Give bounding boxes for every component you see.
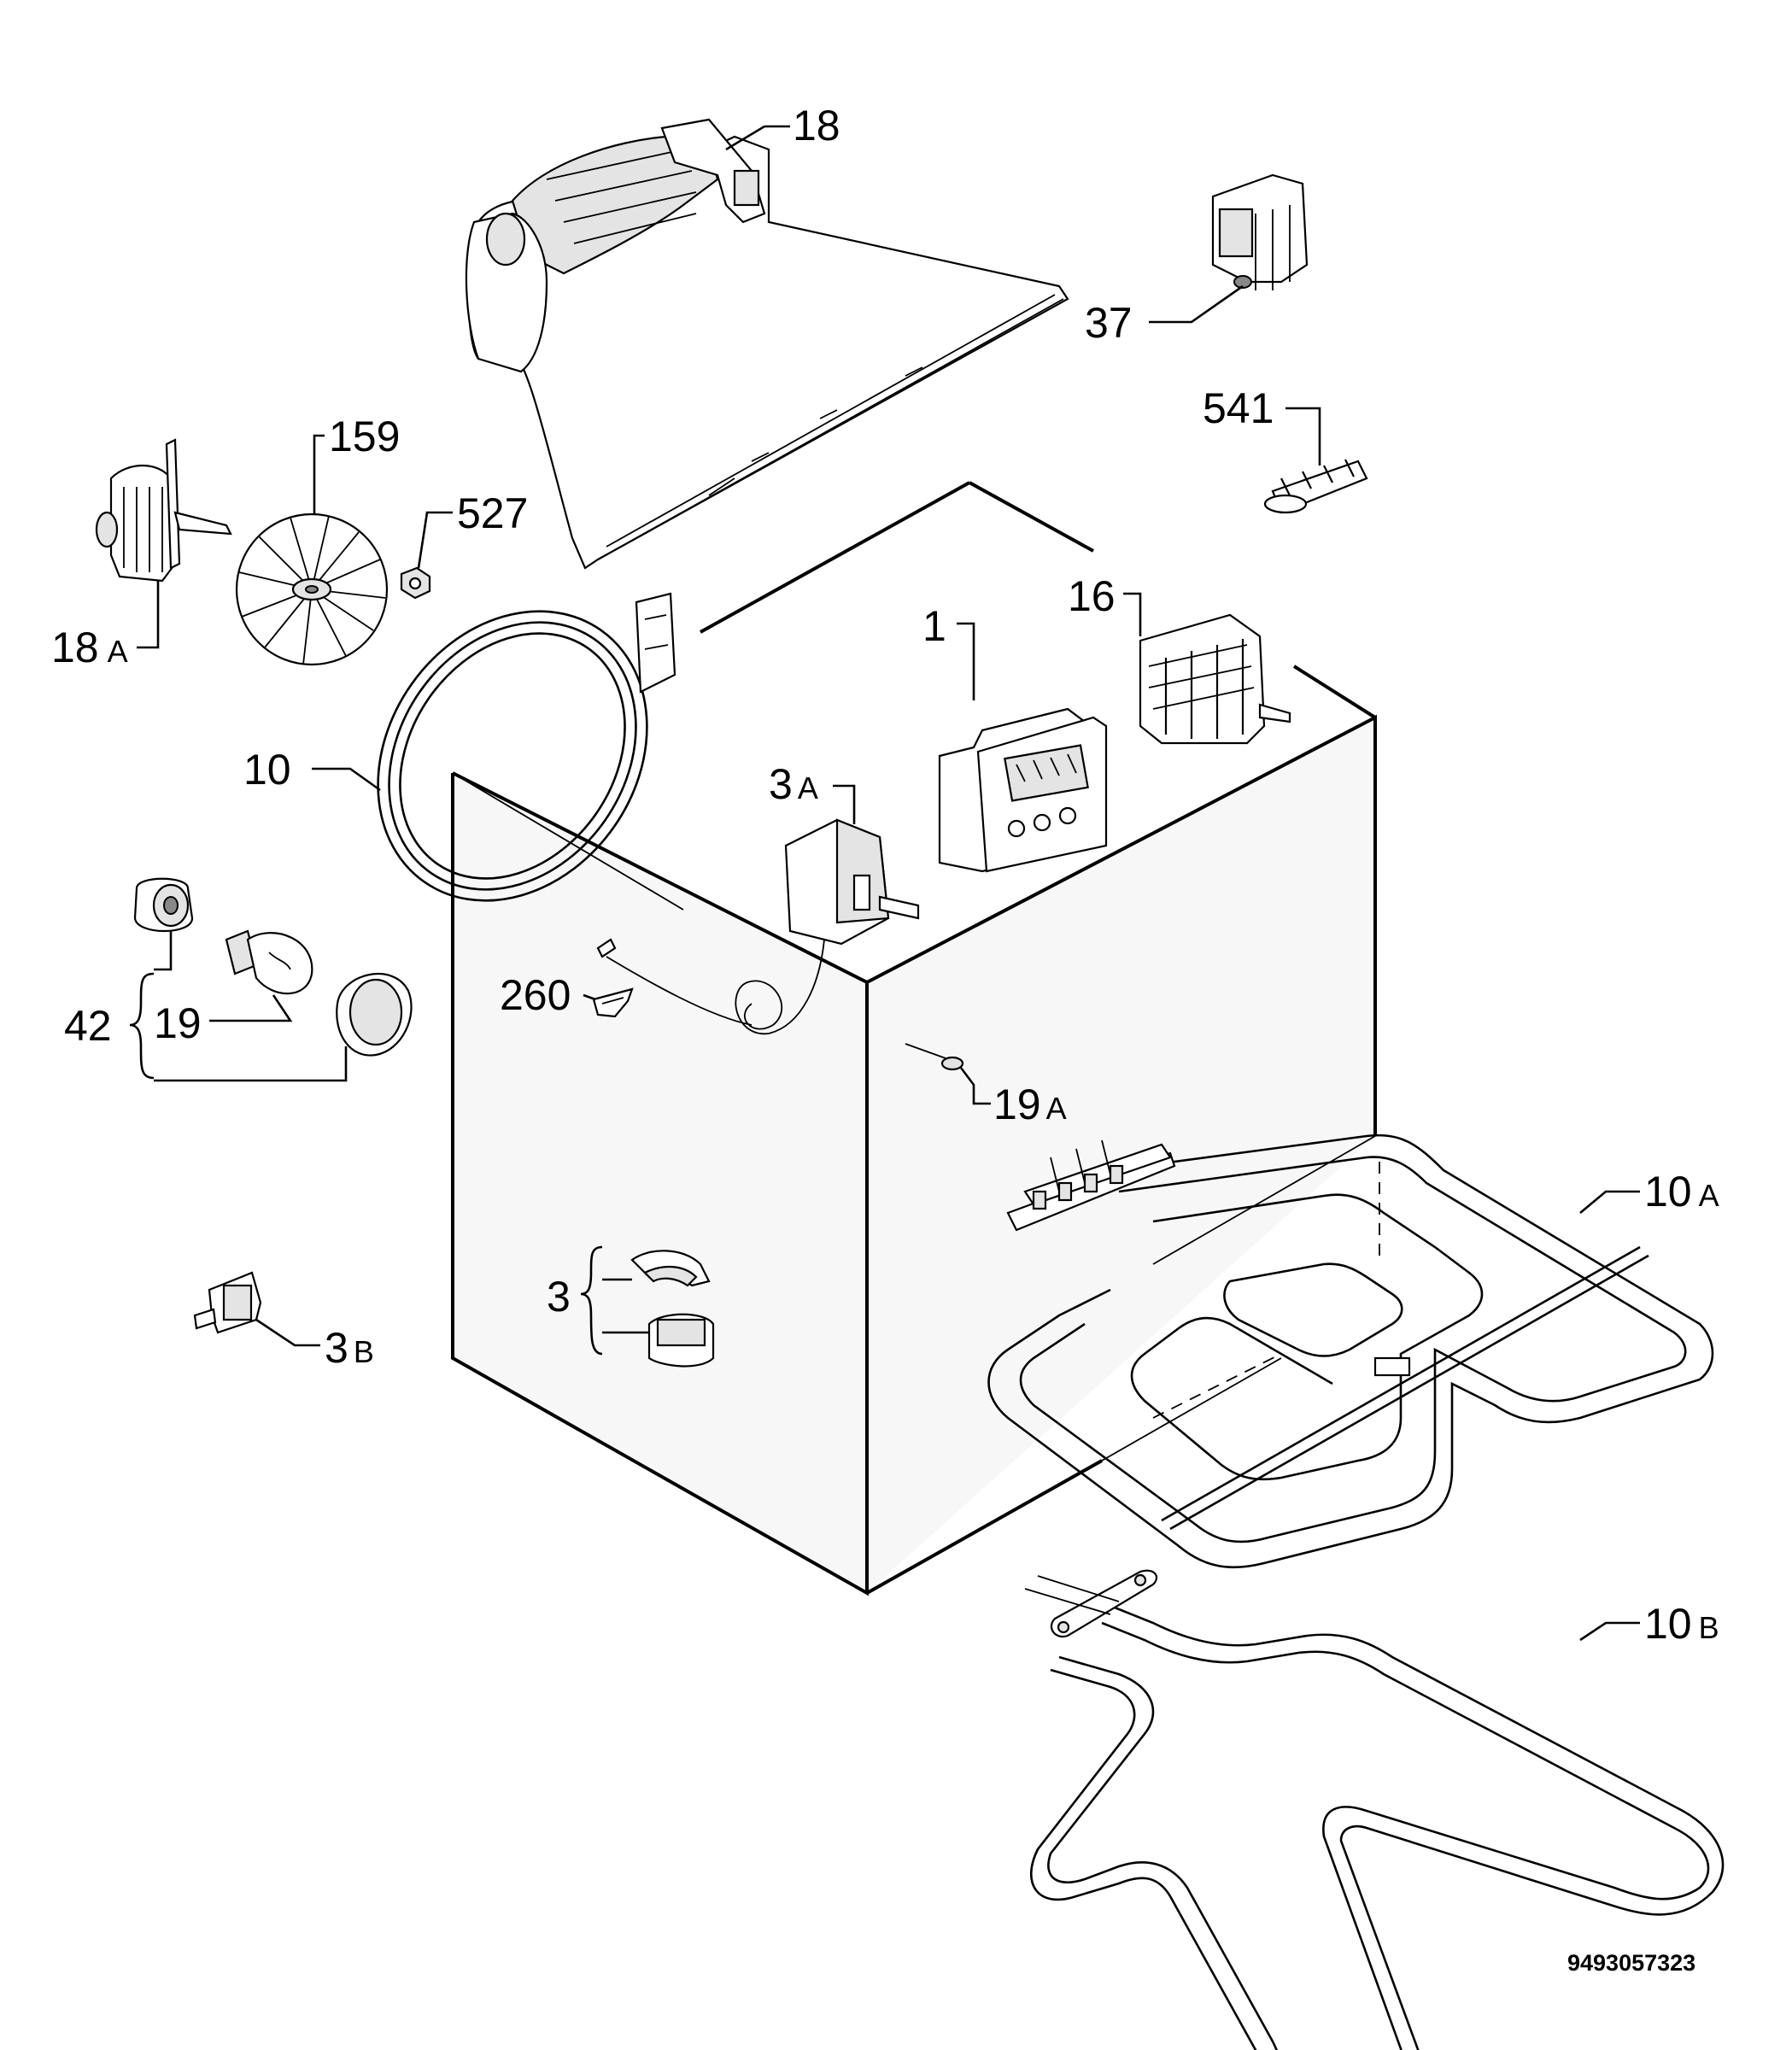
leader-10 [312, 767, 381, 792]
document-number: 9493057323 [1567, 1950, 1695, 1976]
terminal-block-37 [1211, 173, 1309, 290]
leader-3A [833, 784, 856, 824]
label-19: 19 [154, 999, 202, 1047]
leader-37 [1149, 284, 1244, 324]
brace-3 [580, 1245, 603, 1356]
label-42: 42 [64, 1002, 112, 1050]
fan-cover-part [465, 118, 1069, 570]
fan-motor-18A [95, 438, 232, 583]
electronic-timer-1 [938, 707, 1108, 873]
label-541: 541 [1203, 384, 1274, 432]
leader-10B [1579, 1621, 1640, 1642]
leader-18 [725, 125, 765, 151]
lamp-cover-glass [336, 973, 413, 1057]
label-18: 18 [793, 102, 840, 149]
leader-19 [209, 994, 293, 1022]
label-527: 527 [457, 489, 528, 537]
bottom-element-10B [1024, 1569, 1725, 2050]
leader-18A [137, 581, 160, 649]
leader-527 [417, 511, 453, 569]
thermostat-3A [596, 818, 920, 1034]
leader-19A [959, 1067, 991, 1105]
leader-1 [957, 622, 975, 700]
label-37: 37 [1085, 299, 1133, 347]
clip-260 [592, 987, 634, 1018]
thermal-cutout-3 [630, 1250, 715, 1368]
label-1: 1 [922, 602, 946, 650]
label-260: 260 [500, 971, 571, 1019]
selector-switch-16 [1139, 613, 1291, 745]
nut-527 [400, 566, 431, 600]
thermal-cutout-3B [193, 1271, 262, 1334]
lamp-bulb-19 [225, 929, 313, 995]
fan-blade-159 [235, 512, 389, 666]
leader-10A [1579, 1190, 1640, 1214]
brace-42 [129, 972, 155, 1080]
leader-541 [1285, 407, 1321, 466]
oven-cabinet [451, 481, 1380, 1596]
label-10: 10 [243, 746, 291, 794]
leader-42-lampholder [154, 931, 173, 971]
indicator-lamp-19A [905, 1043, 964, 1071]
label-3: 3 [547, 1273, 571, 1321]
leader-260 [583, 993, 596, 1001]
leader-3B [255, 1318, 320, 1347]
label-159: 159 [329, 413, 400, 460]
terminal-strip-541 [1263, 459, 1368, 514]
leader-159 [313, 434, 325, 514]
leader-42-cover [154, 1046, 348, 1082]
circular-element-10 [377, 592, 676, 902]
grill-element-10A [987, 1133, 1714, 1569]
lamp-holder-42 [133, 877, 194, 932]
label-16: 16 [1068, 572, 1116, 620]
leader-16 [1123, 592, 1142, 636]
